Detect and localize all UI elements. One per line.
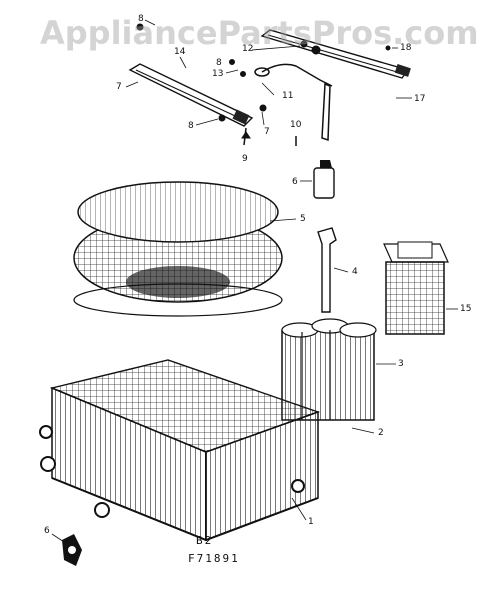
callout-18: 18 bbox=[400, 43, 412, 53]
callout-10: 10 bbox=[290, 120, 302, 130]
callout-14: 14 bbox=[174, 47, 186, 57]
callout-7: 7 bbox=[116, 82, 122, 92]
callout-7: 7 bbox=[264, 127, 270, 137]
round-wire-basket bbox=[73, 181, 283, 317]
watermark-text: AppliancePartsPros.com bbox=[40, 14, 479, 52]
leader-lines bbox=[51, 19, 458, 543]
callout-9: 9 bbox=[242, 154, 248, 164]
rack-wheel-part bbox=[62, 534, 82, 566]
callout-8: 8 bbox=[216, 58, 222, 68]
callout-12: 12 bbox=[242, 44, 254, 54]
callout-5: 5 bbox=[300, 214, 306, 224]
callout-1: 1 bbox=[308, 517, 314, 527]
callout-8: 8 bbox=[138, 14, 144, 24]
support-arm bbox=[317, 227, 337, 313]
callout-11: 11 bbox=[282, 91, 294, 101]
callout-4: 4 bbox=[352, 267, 358, 277]
diagram-code-b2: B2 bbox=[196, 534, 214, 547]
callout-3: 3 bbox=[398, 359, 404, 369]
callout-17: 17 bbox=[414, 94, 426, 104]
lower-rack-wheels bbox=[39, 425, 305, 518]
upper-rack-rail-right bbox=[260, 29, 411, 79]
callout-2: 2 bbox=[378, 428, 384, 438]
upper-holder-part bbox=[313, 160, 335, 199]
callout-13: 13 bbox=[212, 69, 224, 79]
lower-dish-rack bbox=[49, 359, 321, 542]
callout-15: 15 bbox=[460, 304, 472, 314]
callout-6: 6 bbox=[44, 526, 50, 536]
small-basket bbox=[383, 241, 449, 335]
upper-rack-rail-left bbox=[128, 63, 254, 127]
hardware-parts bbox=[136, 23, 391, 146]
callout-6: 6 bbox=[292, 177, 298, 187]
callout-8: 8 bbox=[188, 121, 194, 131]
spray-arm-assembly bbox=[254, 63, 333, 146]
diagram-code-f71891: F71891 bbox=[188, 552, 240, 565]
